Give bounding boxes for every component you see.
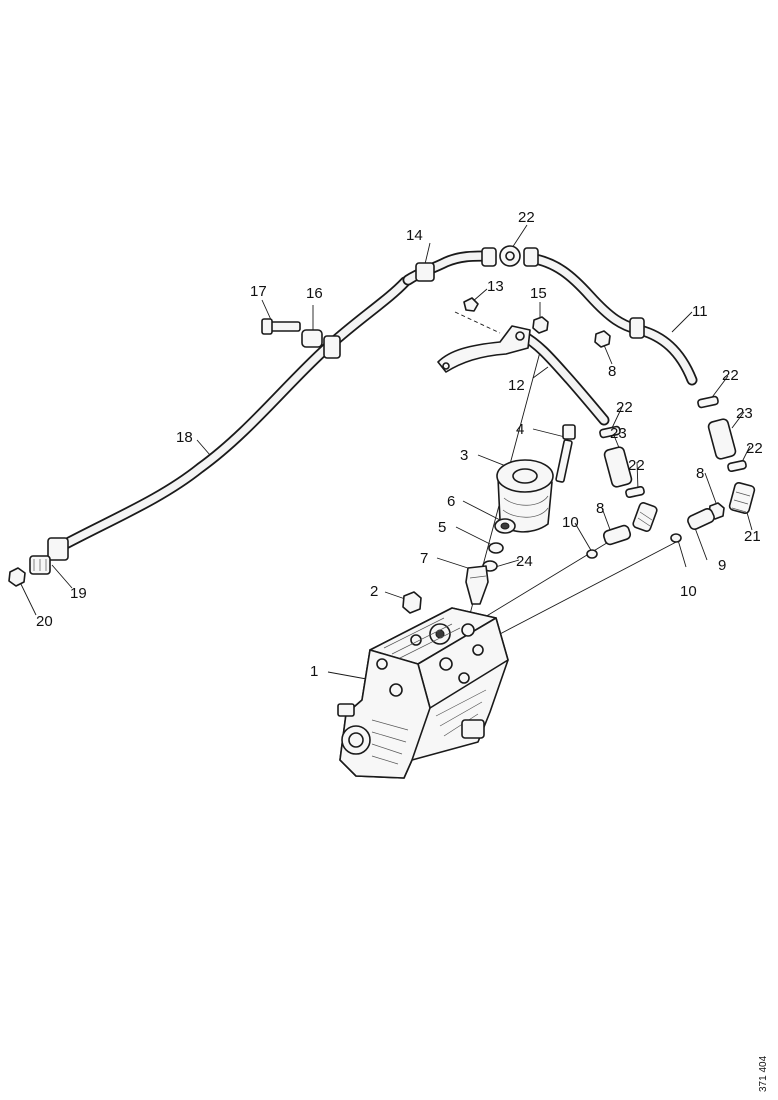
callout-19: 19 [70,585,87,602]
nut-2 [402,591,422,614]
callout-8-upper: 8 [608,363,616,380]
hose-23-right [707,418,737,460]
clip-22-center [599,425,621,439]
fitting-19 [29,555,51,575]
union-9-center [602,524,632,546]
clip-22-right-top [697,395,719,409]
pipe-12 [516,329,610,426]
bolt-17 [261,318,301,335]
callout-3: 3 [460,447,468,464]
clip-22-right-bottom [727,459,747,473]
seal-5 [488,542,504,554]
callout-17: 17 [250,283,267,300]
bolt-4 [555,424,576,483]
adapter-7 [465,565,489,605]
nut-20 [8,567,26,587]
spacer-16 [301,329,323,348]
fitting-21 [728,481,756,515]
callout-22-center-top: 22 [616,399,633,416]
callout-20: 20 [36,613,53,630]
callout-15: 15 [530,285,547,302]
callout-23-right: 23 [736,405,753,422]
washer-10-right [670,533,682,543]
pipe-end-fitting [47,537,69,561]
callout-2: 2 [370,583,378,600]
callout-21: 21 [744,528,761,545]
nut-8-upper [594,330,611,348]
bracket-13 [437,325,531,373]
callout-5: 5 [438,519,446,536]
callout-8-right: 8 [696,465,704,482]
callout-8-center: 8 [596,500,604,517]
hose-23-center [603,446,633,488]
callout-9-right: 9 [718,557,726,574]
nut-15 [532,316,549,334]
fitting-center [632,502,658,532]
callout-7: 7 [420,550,428,567]
callout-12: 12 [508,377,525,394]
callout-16: 16 [306,285,323,302]
pipe-clamp [323,335,341,359]
callout-11: 11 [692,303,708,320]
compressor-1 [337,607,509,779]
callout-22-right-bottom: 22 [746,440,763,457]
callout-22-top: 22 [518,209,535,226]
callout-10-center: 10 [562,514,579,531]
callout-14: 14 [406,227,423,244]
figure-reference: 371 404 [758,1055,769,1092]
callout-4: 4 [516,421,524,438]
pipe-upper [402,245,698,386]
callout-22-right-top: 22 [722,367,739,384]
callout-1: 1 [310,663,318,680]
callout-23-center: 23 [610,425,627,442]
callout-10-right: 10 [680,583,697,600]
callout-18: 18 [176,429,193,446]
seal-6 [494,518,516,534]
callout-6: 6 [447,493,455,510]
pipe-18 [47,276,411,561]
fitting-14 [415,262,435,282]
callout-22-center-bottom: 22 [628,457,645,474]
callout-24: 24 [516,553,533,570]
callout-13: 13 [487,278,504,295]
pipe-clamp [629,317,645,339]
screw-13 [463,297,479,312]
clip-22-lower [625,485,645,499]
callout-labels: 1 2 3 4 5 6 7 8 8 8 9 9 10 10 11 12 13 1… [36,209,769,1092]
union-9-right [687,508,715,530]
washer-10-center [586,549,598,559]
